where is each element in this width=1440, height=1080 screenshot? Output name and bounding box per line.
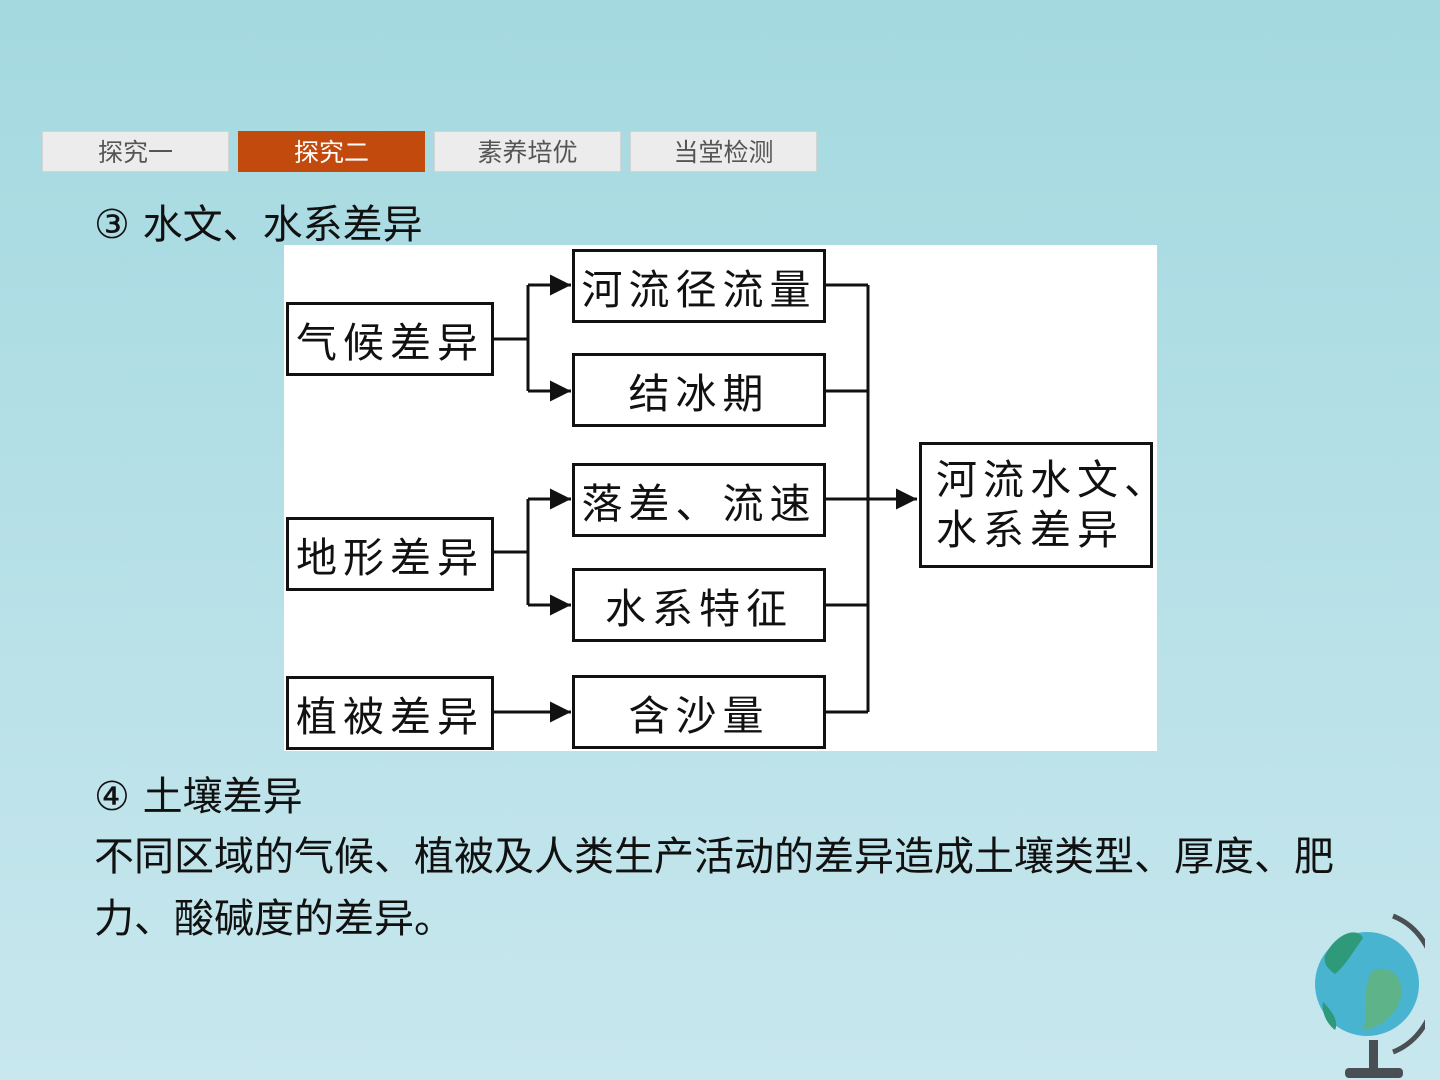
node-climate-diff: 气候差异: [286, 302, 494, 376]
tab-explore-1[interactable]: 探究一: [42, 131, 229, 172]
tab-bar: 探究一 探究二 素养培优 当堂检测: [42, 131, 817, 172]
node-drop-speed: 落差、流速: [572, 463, 826, 537]
node-runoff: 河流径流量: [572, 249, 826, 323]
node-river-system: 水系特征: [572, 568, 826, 642]
tab-class-test[interactable]: 当堂检测: [630, 131, 817, 172]
section-4-title: ④ 土壤差异: [94, 774, 303, 820]
result-line-1: 河流水文、: [936, 456, 1171, 504]
globe-icon: [1315, 913, 1425, 1078]
node-vegetation-diff: 植被差异: [286, 676, 494, 750]
node-terrain-diff: 地形差异: [286, 517, 494, 591]
result-line-2: 水系差异: [936, 506, 1124, 554]
section-3-title: ③ 水文、水系差异: [94, 202, 423, 248]
hydrology-diagram: 气候差异 地形差异 植被差异 河流径流量 结冰期 落差、流速 水系特征 含沙量 …: [284, 245, 1165, 751]
diagram-connectors: [493, 274, 917, 723]
node-sediment: 含沙量: [572, 675, 826, 749]
section-4-text: 不同区域的气候、植被及人类生产活动的差异造成土壤类型、厚度、肥力、酸碱度的差异。: [94, 834, 1334, 942]
tab-literacy[interactable]: 素养培优: [434, 131, 621, 172]
node-freeze-period: 结冰期: [572, 353, 826, 427]
node-result: 河流水文、 水系差异: [919, 442, 1165, 568]
tab-explore-2[interactable]: 探究二: [238, 131, 425, 172]
